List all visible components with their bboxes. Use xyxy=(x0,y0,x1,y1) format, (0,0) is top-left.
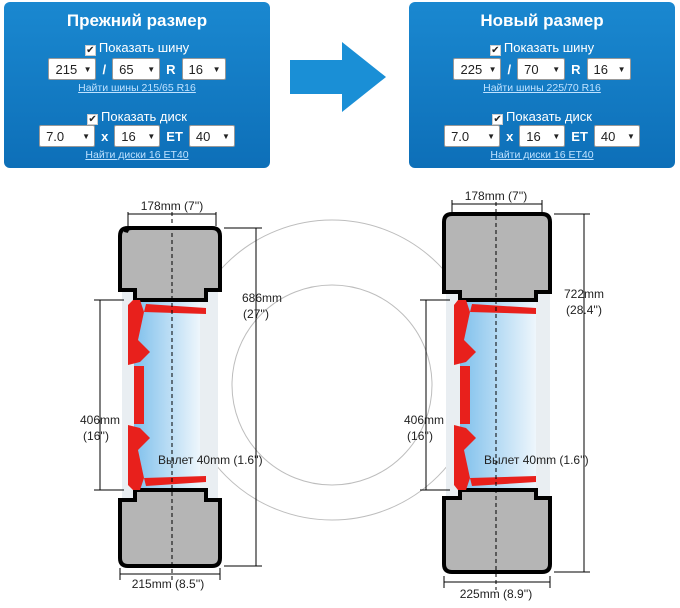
separator: x xyxy=(101,128,109,144)
show-disc-checkbox[interactable]: ✔Показать диск xyxy=(4,109,270,125)
old-wheel-cross-section xyxy=(94,205,262,580)
separator: / xyxy=(102,61,107,77)
triangle-down-icon: ▼ xyxy=(488,64,497,74)
show-tire-checkbox[interactable]: ✔Показать шину xyxy=(4,40,270,56)
triangle-down-icon: ▼ xyxy=(552,64,561,74)
tire-lower xyxy=(442,488,552,574)
checkbox-checked-icon[interactable]: ✔ xyxy=(84,45,96,56)
panel-title: Новый размер xyxy=(480,11,604,30)
rim-bottom xyxy=(144,476,206,486)
disc-diameter-select[interactable]: 16▼ xyxy=(114,125,161,147)
separator: ET xyxy=(571,128,588,144)
disc-size-row: 7.0▼ x 16▼ ET 40▼ xyxy=(409,125,675,147)
separator: / xyxy=(507,61,512,77)
new-diameter-label: 722mm xyxy=(564,287,604,301)
find-discs-link[interactable]: Найти диски 16 ET40 xyxy=(490,149,594,161)
hub-flange xyxy=(134,366,144,424)
old-offset-label: Вылет 40mm (1.6'') xyxy=(158,453,263,467)
spoke-upper xyxy=(454,300,476,365)
tire-profile-select[interactable]: 65▼ xyxy=(112,58,161,80)
checkbox-checked-icon[interactable]: ✔ xyxy=(489,45,501,56)
find-tires-link[interactable]: Найти шины 225/70 R16 xyxy=(483,82,601,94)
tire-rim-select[interactable]: 16▼ xyxy=(181,58,226,80)
triangle-down-icon: ▼ xyxy=(147,64,156,74)
panel-title: Прежний размер xyxy=(66,11,208,30)
find-discs-link[interactable]: Найти диски 16 ET40 xyxy=(85,149,189,161)
spoke-lower xyxy=(454,425,476,490)
old-tire-width-label: 215mm (8.5'') xyxy=(132,577,205,591)
tire-size-row: 225▼ / 70▼ R 16▼ xyxy=(409,58,675,80)
triangle-down-icon: ▼ xyxy=(222,131,230,141)
hub-area xyxy=(460,300,536,490)
separator: R xyxy=(571,61,581,77)
new-tire-width-label: 225mm (8.9'') xyxy=(460,587,533,601)
rim-top xyxy=(470,304,536,314)
tire-width-select[interactable]: 215▼ xyxy=(48,58,97,80)
tire-lower xyxy=(118,488,222,568)
new-rim-label: 406mm xyxy=(404,413,444,427)
rim-bottom xyxy=(470,476,536,486)
triangle-down-icon: ▼ xyxy=(83,64,92,74)
tire-width-select[interactable]: 225▼ xyxy=(453,58,502,80)
new-wheel-cross-section xyxy=(420,195,590,590)
new-diameter-inches: (28.4'') xyxy=(566,303,602,317)
tire-profile-select[interactable]: 70▼ xyxy=(517,58,566,80)
new-size-panel: Новый размер ✔Показать шину 225▼ / 70▼ R… xyxy=(409,2,675,168)
new-width-label: 178mm (7'') xyxy=(465,189,528,203)
disc-offset-select[interactable]: 40▼ xyxy=(188,125,235,147)
separator: x xyxy=(506,128,514,144)
wheel-comparison-diagram: 178mm (7'') 686mm (27'') 406mm (16'') Вы… xyxy=(80,189,604,601)
new-offset-label: Вылет 40mm (1.6'') xyxy=(484,453,589,467)
previous-size-panel: Прежний размер ✔Показать шину 215▼ / 65▼… xyxy=(4,2,270,168)
triangle-down-icon: ▼ xyxy=(212,64,221,74)
old-rim-inches: (16'') xyxy=(83,429,109,443)
checkbox-checked-icon[interactable]: ✔ xyxy=(492,114,504,125)
tire-upper xyxy=(118,225,222,302)
checkbox-checked-icon[interactable]: ✔ xyxy=(87,114,99,125)
triangle-down-icon: ▼ xyxy=(147,131,156,141)
old-diameter-label: 686mm xyxy=(242,291,282,305)
disc-size-row: 7.0▼ x 16▼ ET 40▼ xyxy=(4,125,270,147)
separator: ET xyxy=(166,128,183,144)
spoke-upper xyxy=(128,300,150,365)
triangle-down-icon: ▼ xyxy=(627,131,635,141)
rim-top xyxy=(144,304,206,314)
disc-width-select[interactable]: 7.0▼ xyxy=(444,125,501,147)
new-rim-inches: (16'') xyxy=(407,429,433,443)
disc-diameter-select[interactable]: 16▼ xyxy=(519,125,566,147)
show-disc-label: Показать диск xyxy=(506,109,592,124)
triangle-down-icon: ▼ xyxy=(617,64,626,74)
old-rim-label: 406mm xyxy=(80,413,120,427)
hub-flange xyxy=(460,366,470,424)
tire-rim-select[interactable]: 16▼ xyxy=(586,58,631,80)
tire-size-row: 215▼ / 65▼ R 16▼ xyxy=(4,58,270,80)
triangle-down-icon: ▼ xyxy=(82,131,91,141)
right-arrow-icon xyxy=(290,42,386,112)
old-width-label: 178mm (7'') xyxy=(141,199,204,213)
show-disc-checkbox[interactable]: ✔Показать диск xyxy=(409,109,675,125)
hub-area xyxy=(134,300,200,490)
disc-offset-select[interactable]: 40▼ xyxy=(593,125,640,147)
disc-width-select[interactable]: 7.0▼ xyxy=(39,125,96,147)
show-disc-label: Показать диск xyxy=(101,109,187,124)
show-tire-label: Показать шину xyxy=(98,40,190,55)
triangle-down-icon: ▼ xyxy=(552,131,561,141)
spoke-lower xyxy=(128,425,150,490)
show-tire-label: Показать шину xyxy=(503,40,595,55)
find-tires-link[interactable]: Найти шины 215/65 R16 xyxy=(78,82,196,94)
old-diameter-inches: (27'') xyxy=(243,307,269,321)
inner-circle xyxy=(231,284,433,486)
separator: R xyxy=(166,61,176,77)
triangle-down-icon: ▼ xyxy=(487,131,496,141)
show-tire-checkbox[interactable]: ✔Показать шину xyxy=(409,40,675,56)
tire-upper xyxy=(442,212,552,302)
outer-circle xyxy=(181,219,483,521)
